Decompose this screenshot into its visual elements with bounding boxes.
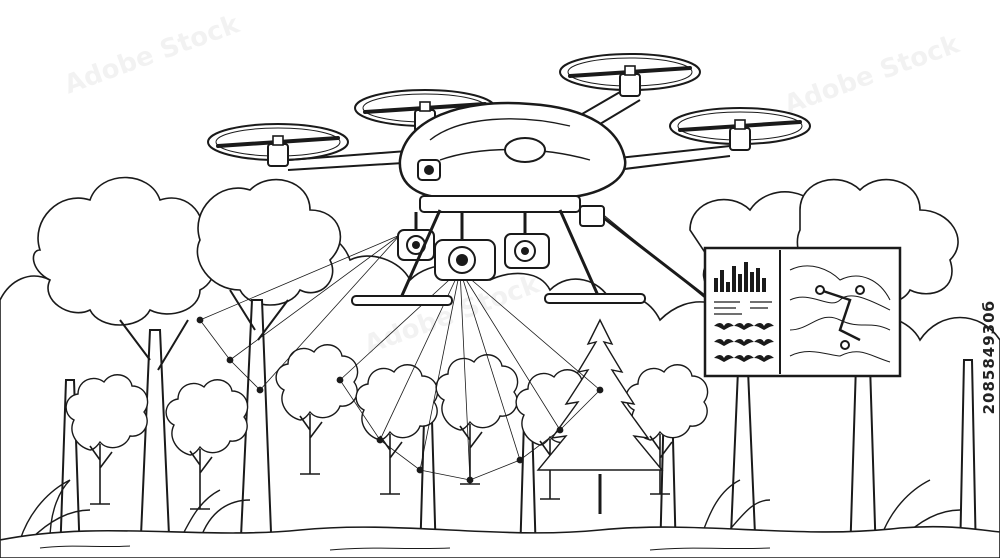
bar-chart-icon xyxy=(714,262,766,292)
scan-beam-icon xyxy=(196,234,604,484)
data-lines xyxy=(714,301,772,315)
stock-id: 208584930б xyxy=(980,300,998,415)
camera-icon xyxy=(397,212,550,281)
map-icon xyxy=(789,265,891,363)
drone-icon xyxy=(206,52,812,306)
monitor-panel xyxy=(599,211,902,378)
ground xyxy=(0,525,1000,558)
